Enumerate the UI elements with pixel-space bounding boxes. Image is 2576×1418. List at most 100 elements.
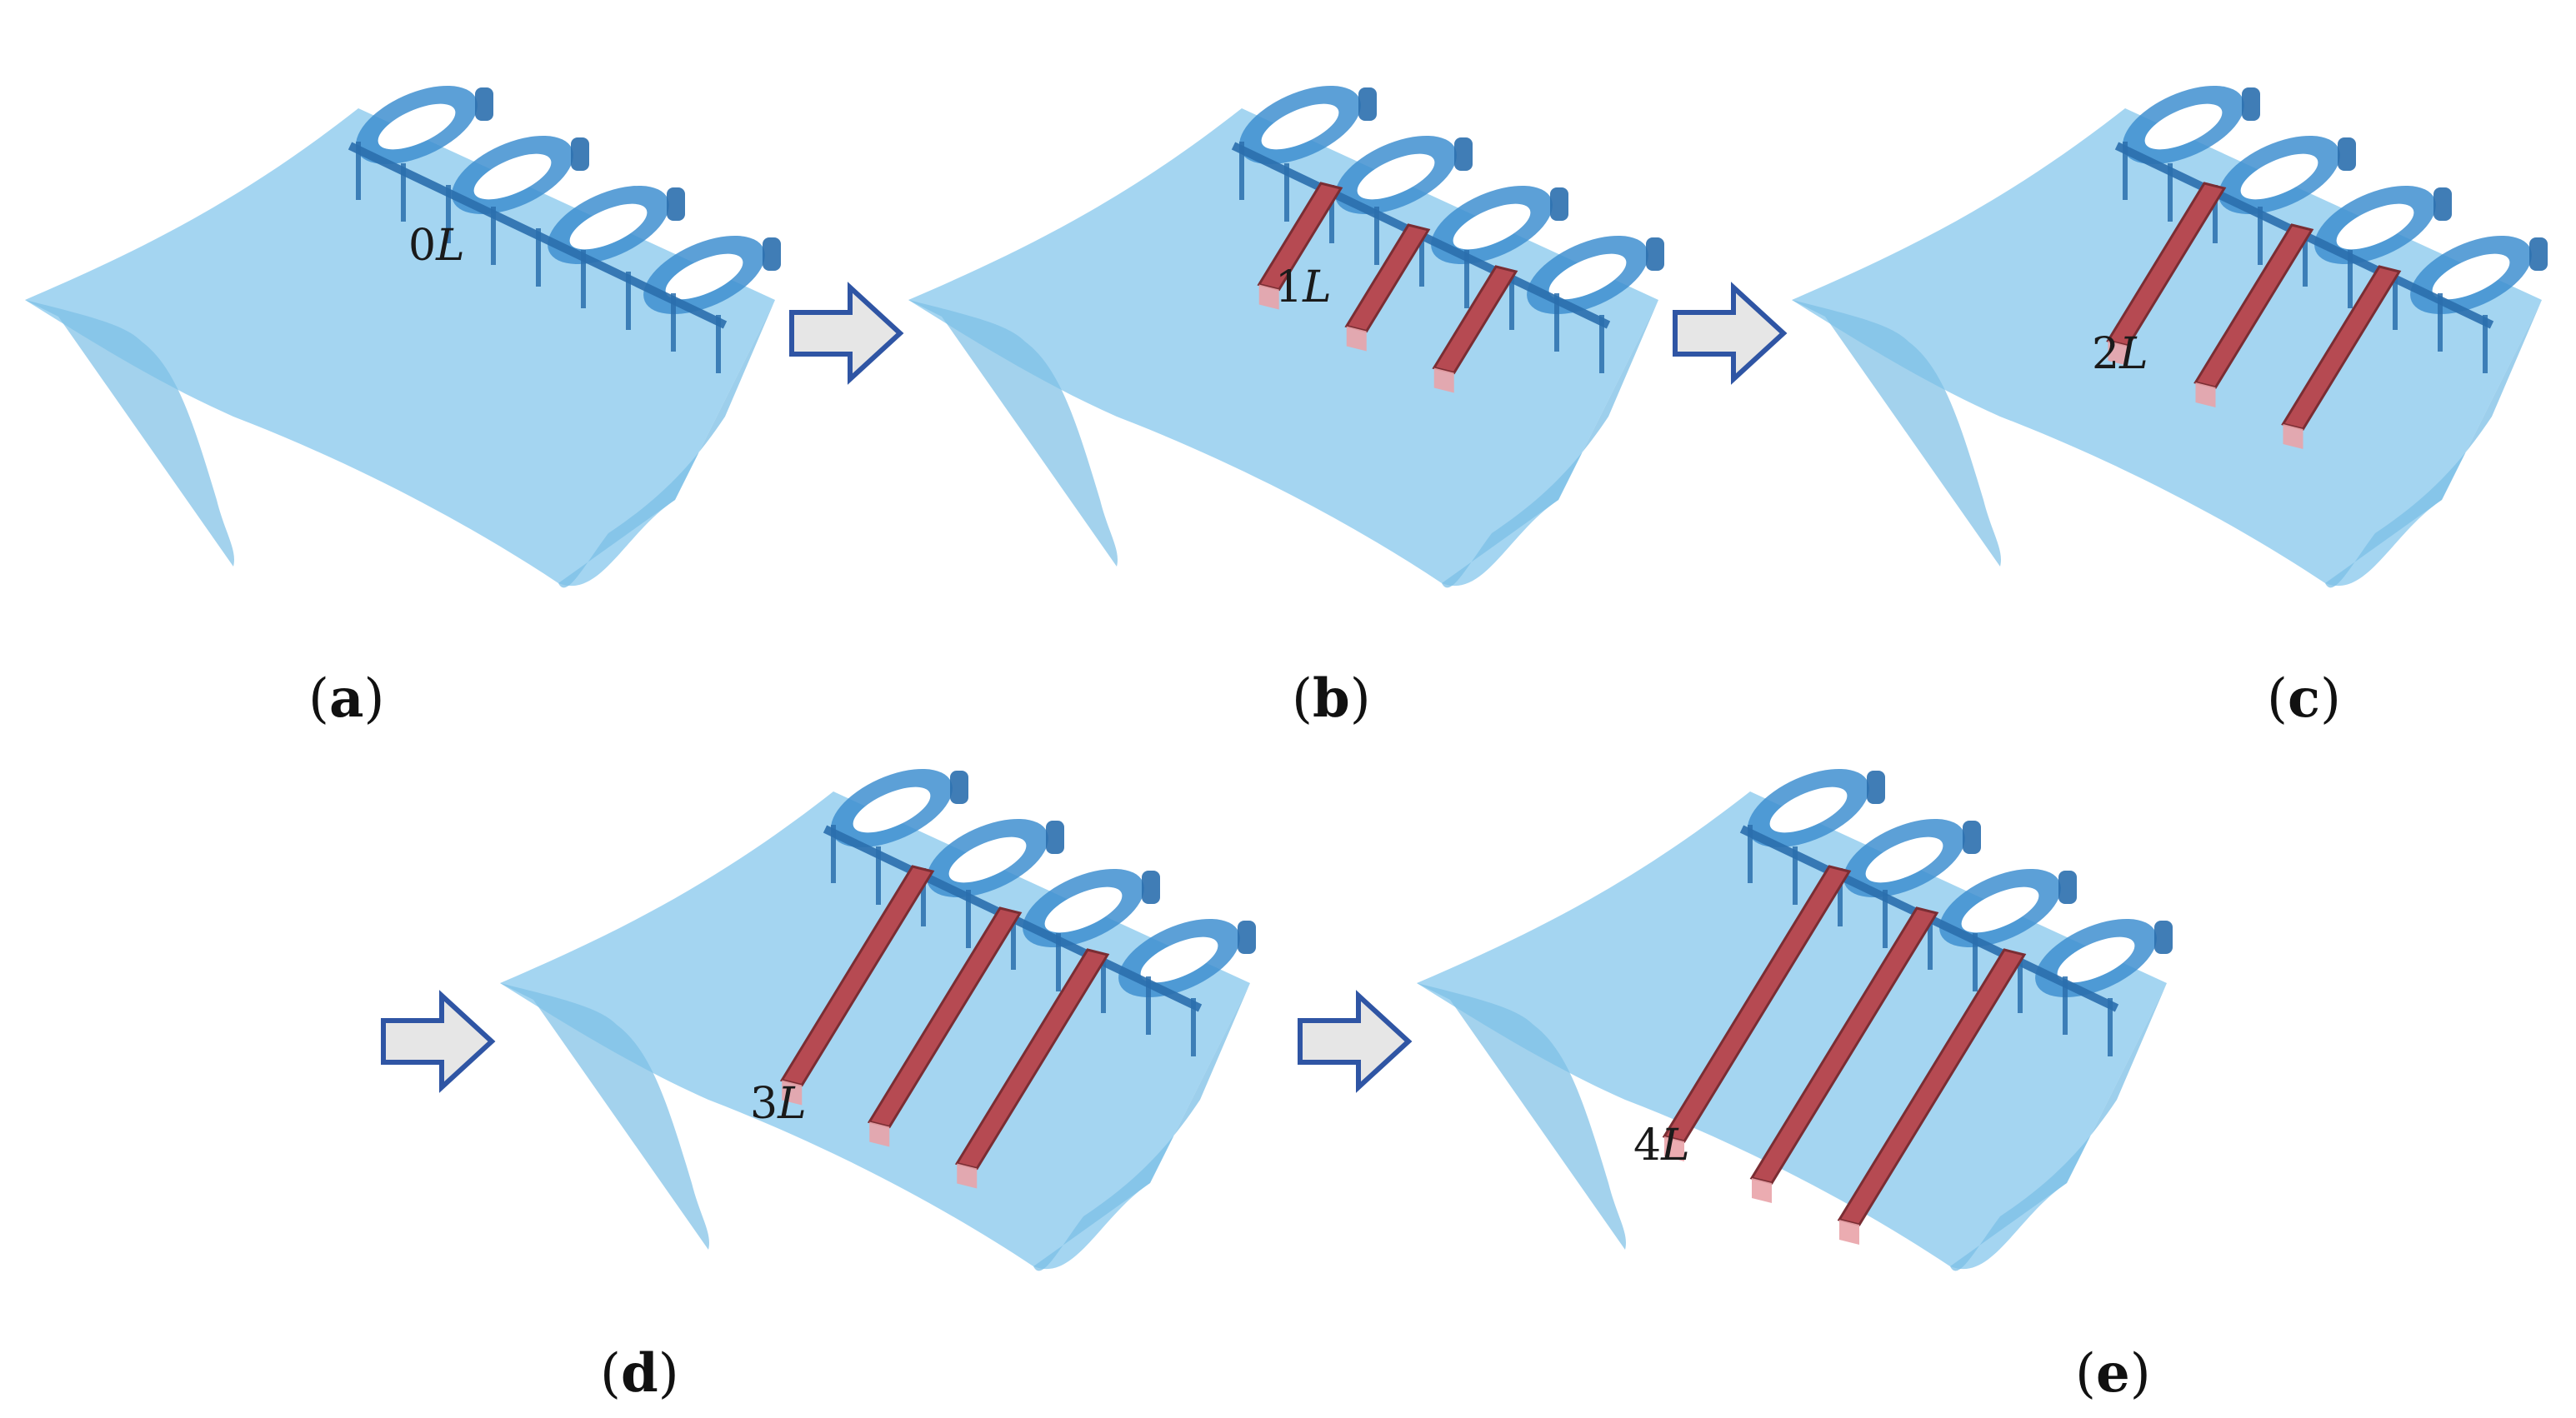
dam-model-b	[908, 85, 1664, 588]
chute-left-wall	[25, 300, 234, 567]
stage-number: 1	[1275, 262, 1303, 312]
pier-opening	[665, 253, 743, 300]
labels-layer: 0L(a)1L(b)2L(c)3L(d)4L(e)	[308, 221, 2341, 1405]
pier-opening	[569, 203, 648, 250]
caption-open: (	[2075, 1343, 2096, 1405]
pier-opening	[378, 103, 456, 150]
stage-number: 2	[2092, 329, 2119, 379]
caption-close: )	[1350, 668, 1371, 730]
pier-opening	[1044, 886, 1123, 933]
pier-nose	[1550, 187, 1568, 221]
right-arrow-icon	[789, 282, 904, 385]
stage-unit: L	[1302, 262, 1332, 312]
pier-opening	[2057, 936, 2135, 983]
chute-left-wall	[1417, 983, 1626, 1250]
liner-group	[1257, 182, 1518, 393]
pier-group	[1239, 85, 1664, 315]
pier-opening	[2336, 203, 2414, 250]
pier-nose	[667, 187, 685, 221]
pier-opening	[1261, 103, 1339, 150]
panels-layer	[25, 85, 2548, 1271]
caption-c: (c)	[2267, 667, 2341, 730]
caption-open: (	[308, 668, 329, 730]
pier-opening	[1961, 886, 2039, 933]
stage-label-c: 2L	[2092, 329, 2148, 379]
pier-nose	[1046, 821, 1064, 854]
liner-end	[1664, 1136, 1684, 1161]
pier-nose	[1646, 237, 1664, 271]
caption-open: (	[1292, 668, 1313, 730]
caption-b: (b)	[1292, 667, 1371, 730]
stage-number: 4	[1633, 1121, 1661, 1171]
caption-e: (e)	[2075, 1342, 2151, 1405]
pier-opening	[473, 153, 552, 200]
dam-model-d	[500, 768, 1256, 1271]
pier-nose	[950, 771, 968, 804]
right-arrow-icon	[381, 990, 496, 1093]
pier-nose	[763, 237, 781, 271]
pier-nose	[1454, 137, 1473, 171]
pier-nose	[2154, 921, 2173, 954]
liner-group	[779, 865, 1110, 1189]
liner-end	[1346, 326, 1367, 352]
dam-model-c	[1792, 85, 2548, 588]
caption-letter: d	[621, 1342, 658, 1405]
pier-nose	[1142, 871, 1160, 904]
chute-left-wall	[908, 300, 1118, 567]
pier-opening	[853, 786, 931, 833]
liner-end	[957, 1163, 978, 1189]
pier-nose	[1963, 821, 1981, 854]
pier-opening	[2432, 253, 2510, 300]
stage-unit: L	[777, 1079, 807, 1129]
chute-left-wall	[1792, 300, 2001, 567]
pier-opening	[1548, 253, 1627, 300]
caption-close: )	[2320, 668, 2341, 730]
arrows-layer	[381, 282, 1788, 1093]
liner-end	[869, 1121, 890, 1147]
caption-letter: b	[1313, 667, 1350, 730]
stage-label-e: 4L	[1633, 1121, 1690, 1171]
pier-opening	[2240, 153, 2318, 200]
pier-opening	[948, 836, 1027, 883]
stage-number: 0	[408, 221, 436, 271]
liner-end	[782, 1080, 803, 1106]
caption-letter: e	[2096, 1342, 2130, 1405]
pier-opening	[1453, 203, 1531, 250]
caption-open: (	[2267, 668, 2288, 730]
pier-opening	[2144, 103, 2223, 150]
dam-model-a	[25, 85, 781, 588]
liner-group	[1662, 865, 2027, 1245]
pier-opening	[1769, 786, 1848, 833]
caption-close: )	[658, 1343, 679, 1405]
liner-end	[1752, 1178, 1772, 1203]
liner-group	[2106, 182, 2402, 449]
stage-unit: L	[2118, 329, 2148, 379]
pier-group	[1748, 768, 2173, 998]
pier-nose	[2433, 187, 2452, 221]
pier-nose	[1238, 921, 1256, 954]
caption-letter: c	[2288, 667, 2320, 730]
caption-close: )	[363, 668, 384, 730]
pier-nose	[2058, 871, 2077, 904]
stage-unit: L	[1660, 1121, 1690, 1171]
caption-d: (d)	[600, 1342, 679, 1405]
caption-close: )	[2130, 1343, 2151, 1405]
pier-nose	[571, 137, 589, 171]
pier-opening	[1357, 153, 1435, 200]
stage-label-b: 1L	[1275, 262, 1332, 312]
dam-model-e	[1417, 768, 2173, 1271]
pier-nose	[2338, 137, 2356, 171]
right-arrow-icon	[1673, 282, 1788, 385]
chute-left-wall	[500, 983, 709, 1250]
liner-end	[2195, 382, 2216, 407]
pier-nose	[1867, 771, 1885, 804]
pier-nose	[2529, 237, 2548, 271]
caption-letter: a	[329, 667, 363, 730]
caption-a: (a)	[308, 667, 384, 730]
liner-end	[2108, 341, 2128, 366]
pier-opening	[1865, 836, 1943, 883]
pier-nose	[2242, 87, 2260, 121]
caption-open: (	[600, 1343, 621, 1405]
stage-unit: L	[435, 221, 465, 271]
liner-end	[2283, 424, 2303, 449]
